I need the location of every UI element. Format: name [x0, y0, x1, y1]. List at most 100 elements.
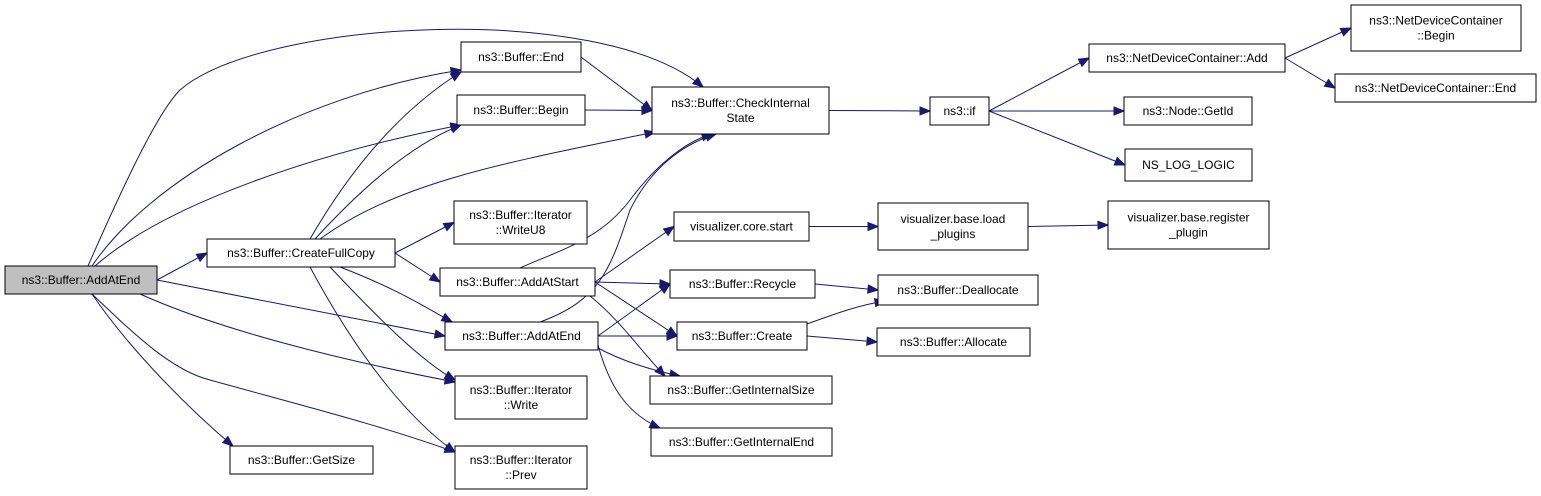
node-addatend[interactable]: ns3::Buffer::AddAtEnd [444, 321, 599, 351]
node-ndcend-label-0: ns3::NetDeviceContainer::End [1355, 81, 1516, 95]
edge-createfullcopy-to-addatstart [394, 252, 442, 283]
node-registerplugin-box [1107, 200, 1270, 250]
node-corestart[interactable]: visualizer.core.start [673, 211, 810, 242]
node-recycle-label-0: ns3::Buffer::Recycle [689, 277, 796, 291]
node-getinternalend[interactable]: ns3::Buffer::GetInternalEnd [650, 427, 833, 457]
edge-addatend-to-getinternalsize-line [597, 347, 681, 377]
edge-createfullcopy-to-end-line [309, 71, 462, 240]
edge-addatstart-to-recycle [594, 278, 672, 289]
edge-checkinternal-to-if-arrowhead [919, 106, 932, 116]
node-checkinternal-label-1: State [726, 111, 754, 125]
node-addatstart-box [439, 267, 596, 297]
node-if[interactable]: ns3::if [929, 96, 990, 126]
node-ndcbegin-label-0: ns3::NetDeviceContainer [1369, 14, 1502, 28]
node-writeu8-label-0: ns3::Buffer::Iterator [469, 208, 572, 222]
node-deallocate[interactable]: ns3::Buffer::Deallocate [877, 274, 1039, 306]
edge-if-to-nodegetid-arrowhead [1113, 106, 1126, 116]
node-begin[interactable]: ns3::Buffer::Begin [456, 94, 586, 126]
node-getinternalsize-label-0: ns3::Buffer::GetInternalSize [667, 383, 815, 397]
node-nslog[interactable]: NS_LOG_LOGIC [1124, 148, 1253, 182]
node-end-box [460, 41, 582, 73]
node-getinternalsize[interactable]: ns3::Buffer::GetInternalSize [649, 375, 833, 405]
edge-end-to-checkinternal [580, 56, 654, 112]
edge-createfullcopy-to-begin-line [314, 124, 462, 240]
edge-begin-to-checkinternal-line [584, 109, 653, 111]
edge-if-to-nslog [988, 110, 1127, 166]
edge-createfullcopy-to-addatend-arrowhead [440, 312, 454, 323]
edge-addatend-to-create [598, 331, 679, 341]
node-end[interactable]: ns3::Buffer::End [460, 41, 582, 73]
node-createfullcopy[interactable]: ns3::Buffer::CreateFullCopy [206, 238, 396, 268]
edge-addatstart-to-checkinternal [519, 132, 714, 269]
edge-create-to-allocate-arrowhead [866, 336, 879, 346]
node-getsize-box [229, 445, 374, 475]
edge-addatend_root-to-begin-line [94, 124, 462, 267]
node-end-label-0: ns3::Buffer::End [478, 50, 564, 64]
node-recycle-box [669, 269, 816, 299]
edge-if-to-ndcadd-arrowhead [1077, 57, 1091, 68]
node-checkinternal-box [651, 86, 830, 135]
node-prev[interactable]: ns3::Buffer::Iterator::Prev [454, 445, 588, 490]
edge-addatend_root-to-prev-line [91, 293, 456, 453]
edge-addatend_root-to-checkinternal-arrowhead [691, 76, 705, 88]
edge-create-to-allocate [806, 335, 879, 346]
edge-addatstart-to-corestart [594, 225, 676, 283]
node-nslog-box [1124, 148, 1253, 182]
edge-loadplugins-to-registerplugin-arrowhead [1097, 220, 1110, 230]
node-corestart-label-0: visualizer.core.start [690, 220, 793, 234]
edge-addatend-to-create-arrowhead [666, 331, 679, 341]
node-registerplugin[interactable]: visualizer.base.register_plugin [1107, 200, 1270, 250]
node-loadplugins-label-0: visualizer.base.load [901, 212, 1006, 226]
node-ndcadd[interactable]: ns3::NetDeviceContainer::Add [1088, 43, 1286, 73]
edge-ndcadd-to-ndcbegin [1284, 27, 1353, 59]
edge-addatend_root-to-write-line [139, 293, 456, 383]
node-getsize[interactable]: ns3::Buffer::GetSize [229, 445, 374, 475]
edge-createfullcopy-to-end-arrowhead [449, 71, 463, 82]
node-writeu8[interactable]: ns3::Buffer::Iterator::WriteU8 [453, 200, 588, 245]
node-prev-label-1: ::Prev [505, 468, 536, 482]
edge-addatstart-to-corestart-arrowhead [662, 225, 676, 237]
edge-addatend_root-to-getsize-arrowhead [221, 435, 235, 447]
node-addatend-label-0: ns3::Buffer::AddAtEnd [462, 329, 581, 343]
node-prev-label-0: ns3::Buffer::Iterator [470, 453, 573, 467]
node-loadplugins-label-1: _plugins [930, 227, 976, 241]
node-ndcbegin[interactable]: ns3::NetDeviceContainer::Begin [1350, 4, 1522, 52]
edge-addatstart-to-recycle-line [594, 281, 671, 285]
node-ndcadd-box [1088, 43, 1286, 73]
node-prev-box [454, 445, 588, 490]
node-ndcend-box [1334, 73, 1537, 103]
node-nodegetid[interactable]: ns3::Node::GetId [1123, 96, 1253, 126]
edge-addatstart-to-corestart-line [594, 226, 675, 283]
edge-addatend_root-to-getsize-line [91, 293, 234, 447]
edge-create-to-deallocate-line [806, 300, 886, 325]
node-createfullcopy-label-0: ns3::Buffer::CreateFullCopy [227, 246, 375, 260]
node-create[interactable]: ns3::Buffer::Create [676, 321, 808, 351]
edge-createfullcopy-to-prev-arrowhead [443, 442, 457, 453]
node-addatstart-label-0: ns3::Buffer::AddAtStart [456, 275, 579, 289]
node-loadplugins[interactable]: visualizer.base.load_plugins [877, 202, 1029, 251]
edge-createfullcopy-to-addatstart-arrowhead [428, 272, 442, 283]
node-begin-box [456, 94, 586, 126]
edge-create-to-allocate-line [806, 335, 878, 343]
node-addatstart[interactable]: ns3::Buffer::AddAtStart [439, 267, 596, 297]
nodes-layer: ns3::Buffer::AddAtEndns3::Buffer::Create… [4, 4, 1537, 490]
node-addatend_root[interactable]: ns3::Buffer::AddAtEnd [4, 265, 158, 295]
node-writeu8-box [453, 200, 588, 245]
node-allocate[interactable]: ns3::Buffer::Allocate [876, 327, 1031, 357]
node-nodegetid-box [1123, 96, 1253, 126]
node-ndcend[interactable]: ns3::NetDeviceContainer::End [1334, 73, 1537, 103]
node-recycle[interactable]: ns3::Buffer::Recycle [669, 269, 816, 299]
node-createfullcopy-box [206, 238, 396, 268]
node-deallocate-box [877, 274, 1039, 306]
edge-createfullcopy-to-begin-arrowhead [449, 124, 463, 134]
node-write[interactable]: ns3::Buffer::Iterator::Write [454, 375, 588, 420]
edge-addatend_root-to-addatend [156, 279, 447, 339]
node-ndcbegin-box [1350, 4, 1522, 52]
node-create-label-0: ns3::Buffer::Create [692, 329, 793, 343]
node-allocate-label-0: ns3::Buffer::Allocate [900, 335, 1008, 349]
edge-createfullcopy-to-writeu8-line [394, 222, 455, 254]
edge-createfullcopy-to-prev [309, 266, 457, 453]
edge-ndcadd-to-ndcbegin-arrowhead [1339, 27, 1353, 37]
edge-addatend-to-recycle-line [597, 283, 671, 337]
